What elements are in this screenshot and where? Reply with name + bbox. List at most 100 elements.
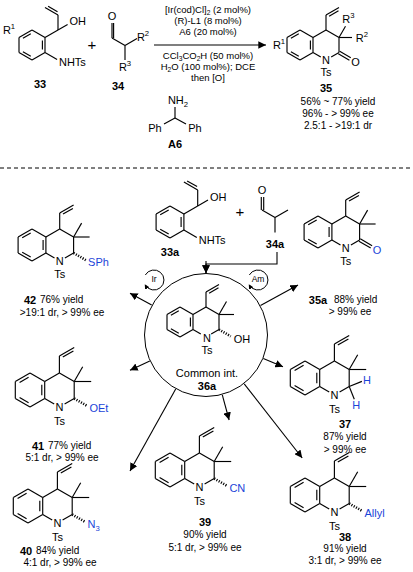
compound-box: NTsCN3990% yield5:1 dr, > 99% ee (140, 420, 276, 560)
bond-line (349, 387, 354, 400)
bond-line (308, 239, 317, 244)
reaction-arrow (154, 44, 266, 45)
bond-line (63, 515, 73, 521)
bond-line (30, 399, 45, 408)
bond-line (39, 501, 40, 511)
bond-line (45, 53, 57, 60)
bond-line (274, 218, 275, 233)
bond-line (304, 216, 318, 224)
atom-label: N (330, 506, 338, 519)
bond-line (304, 240, 318, 248)
bond-line (30, 373, 45, 382)
bond-line (160, 478, 169, 483)
yield-text: 96% - > 99% ee (302, 108, 373, 120)
bond-line (205, 292, 206, 307)
reaction-arrow (130, 389, 176, 471)
bond-line (261, 197, 262, 210)
compound-box: OR2R334 (104, 4, 154, 94)
bond-line (174, 107, 175, 118)
bond-line (13, 489, 28, 498)
bond-line (15, 399, 30, 408)
bond-line (18, 514, 27, 519)
bond-line (290, 478, 305, 487)
bond-line (184, 462, 185, 479)
bond-line (199, 453, 214, 462)
bond-line (185, 453, 200, 462)
bond-line (18, 229, 32, 237)
bond-line (334, 478, 349, 487)
bond-line (73, 237, 74, 253)
bond-line (300, 30, 313, 38)
bond-line (18, 237, 19, 253)
reaction-arrow (261, 285, 299, 305)
bond-line (360, 210, 368, 224)
atom-label: Ts (340, 254, 351, 267)
compound-number: 41 (32, 440, 44, 453)
bond-line (214, 447, 223, 462)
atom-label: Ts (201, 344, 212, 357)
bond-line (263, 197, 264, 210)
atom-label: OEt (89, 402, 108, 415)
bond-line (318, 216, 332, 224)
compound-number: 35 (320, 82, 332, 95)
bond-line (46, 229, 60, 237)
bond-line (316, 490, 317, 500)
bond-line (319, 370, 320, 387)
atom-label: Ts (329, 402, 340, 415)
yield-text: 5:1 dr, > 99% ee (168, 542, 241, 554)
atom-label: R3 (342, 12, 354, 25)
bond-line (346, 216, 360, 224)
bond-line (349, 369, 366, 370)
bond-line (65, 253, 74, 258)
atom-label: O (108, 10, 117, 23)
bond-line (156, 214, 157, 230)
bond-line (44, 382, 45, 399)
reaction-arrow (206, 252, 277, 273)
bond-line (32, 53, 45, 61)
bond-line (305, 478, 320, 487)
bond-line (57, 472, 58, 489)
bond-line (42, 40, 43, 49)
bond-line (155, 479, 170, 488)
bond-line (308, 220, 317, 225)
bond-line (349, 195, 359, 201)
bond-line (310, 40, 311, 49)
bond-line (338, 339, 349, 345)
bond-line (18, 38, 19, 53)
bond-line (349, 504, 362, 512)
bond-line (58, 25, 68, 31)
atom-label: R2 (137, 31, 149, 44)
atom-label: OH (210, 190, 227, 203)
atom-label: N (342, 242, 350, 255)
bond-line (18, 253, 32, 261)
atom-label: N (203, 332, 211, 345)
compound-box: R1R3R2NTsO3556% ~ 77% yield96% - > 99% e… (266, 2, 411, 136)
bond-line (15, 373, 30, 382)
bond-line (164, 118, 175, 124)
bond-line (42, 498, 43, 515)
bond-line (219, 330, 231, 337)
bond-line (183, 214, 184, 230)
bond-line (334, 344, 335, 361)
bond-line (72, 515, 85, 523)
yield-text: 90% yield (183, 529, 226, 541)
bond-line (15, 382, 16, 399)
compound-number: 40 (20, 545, 32, 558)
bond-line (320, 478, 335, 487)
yield-text: 5:1 dr, > 99% ee (25, 452, 98, 464)
bond-line (193, 330, 201, 335)
atom-label: NHTs (59, 56, 86, 69)
bond-line (291, 34, 299, 39)
yield-text: 84% yield (36, 545, 79, 557)
bond-line (155, 453, 170, 462)
bond-line (319, 487, 320, 504)
bond-line (22, 233, 31, 238)
bond-line (59, 213, 60, 229)
bond-line (111, 23, 112, 38)
atom-label: Ts (329, 519, 340, 532)
bond-line (334, 461, 335, 478)
cycle-arrow (249, 270, 268, 290)
bond-line (339, 37, 352, 38)
atom-label: Ph (148, 122, 161, 135)
